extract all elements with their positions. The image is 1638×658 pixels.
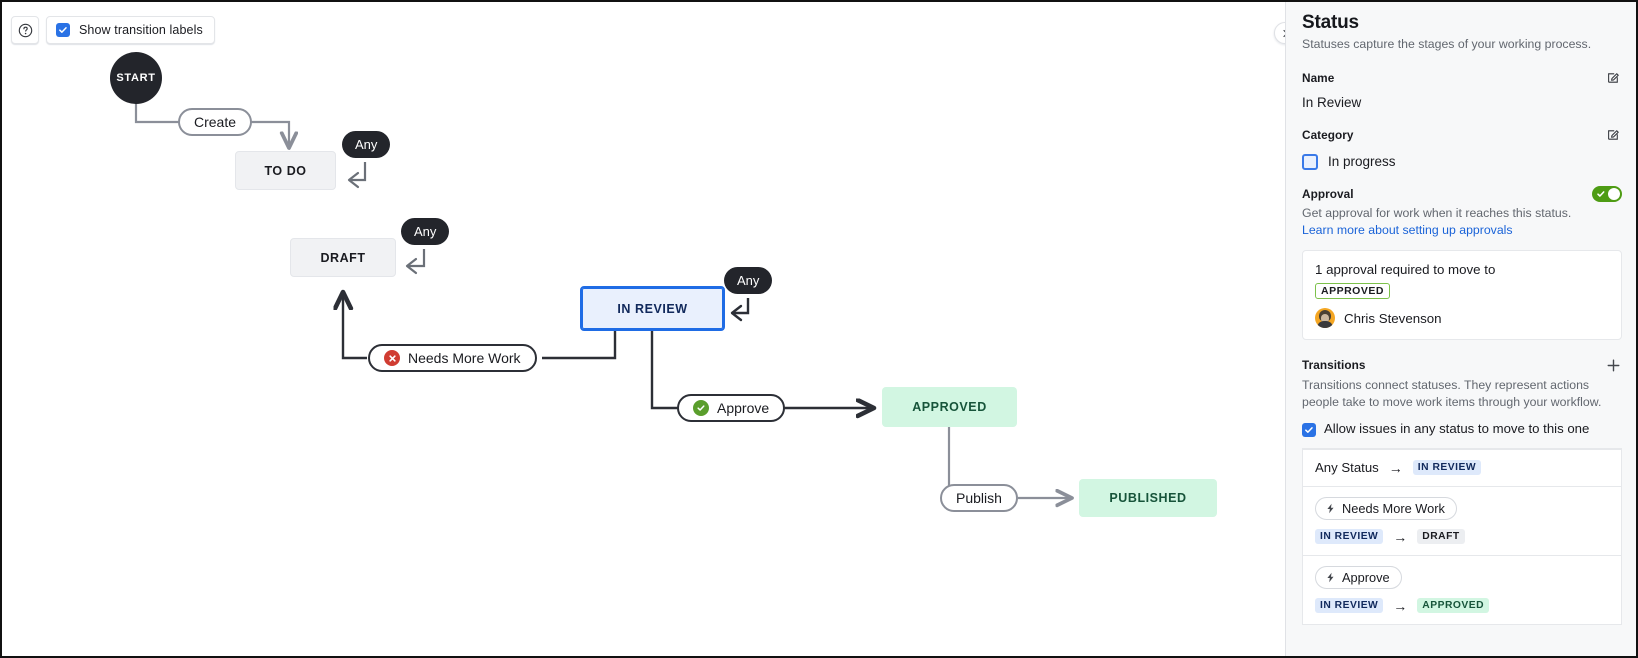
any-badge-in-review-label: Any [737, 273, 760, 288]
transition-pill-publish[interactable]: Publish [940, 484, 1018, 512]
panel-title: Status [1302, 12, 1359, 33]
question-circle-icon [18, 23, 32, 37]
name-label: Name [1302, 70, 1335, 85]
category-label: Category [1302, 127, 1354, 142]
transition-chip-label: Needs More Work [1342, 500, 1445, 516]
workflow-canvas[interactable]: Show transition labels [2, 2, 1285, 656]
transitions-list: Any Status → IN REVIEW Needs More Work [1302, 447, 1622, 625]
show-transition-labels-checkbox[interactable] [56, 23, 70, 37]
transition-create-label: Create [194, 114, 237, 130]
node-draft[interactable]: DRAFT [290, 238, 396, 277]
transitions-section: Transitions Transitions connect statuses… [1302, 356, 1622, 625]
add-transition-button[interactable] [1604, 356, 1622, 374]
check-icon [693, 400, 709, 416]
node-todo[interactable]: TO DO [235, 151, 336, 190]
transition-from-lozenge: IN REVIEW [1315, 529, 1384, 545]
show-transition-labels-label: Show transition labels [79, 23, 203, 37]
approval-learn-more-link[interactable]: Learn more about setting up approvals [1302, 223, 1513, 238]
any-badge-draft-label: Any [414, 224, 437, 239]
transition-to-lozenge: APPROVED [1417, 598, 1490, 614]
avatar [1315, 308, 1335, 329]
arrow-right-icon: → [1388, 459, 1403, 476]
approval-requirement-card: 1 approval required to move to APPROVED … [1302, 250, 1622, 341]
bolt-icon [1327, 503, 1334, 514]
transition-chip[interactable]: Needs More Work [1315, 496, 1457, 520]
node-start-label: START [116, 72, 156, 84]
allow-any-status-row[interactable]: Allow issues in any status to move to th… [1302, 421, 1622, 438]
status-details-panel: Status Statuses capture the stages of yo… [1285, 2, 1636, 656]
approver-name: Chris Stevenson [1344, 310, 1442, 326]
approver-row[interactable]: Chris Stevenson [1315, 308, 1609, 329]
node-start[interactable]: START [110, 52, 162, 104]
node-in-review[interactable]: IN REVIEW [580, 286, 725, 331]
name-section: Name In Review [1302, 69, 1622, 110]
node-approved[interactable]: APPROVED [882, 387, 1017, 427]
transitions-label: Transitions [1302, 358, 1366, 373]
edit-pencil-icon [1608, 72, 1619, 83]
allow-any-status-checkbox[interactable] [1302, 423, 1316, 437]
edit-name-button[interactable] [1604, 69, 1622, 87]
checkmark-icon [1305, 427, 1313, 433]
transition-list-item-any-status[interactable]: Any Status → IN REVIEW [1302, 448, 1622, 487]
error-icon [384, 350, 400, 366]
approval-label: Approval [1302, 186, 1354, 201]
edit-pencil-icon [1608, 129, 1619, 140]
help-button[interactable] [11, 16, 39, 44]
transition-to-lozenge: IN REVIEW [1412, 460, 1482, 476]
transition-chip-label: Approve [1342, 569, 1390, 585]
approval-description: Get approval for work when it reaches th… [1302, 205, 1572, 220]
node-in-review-label: IN REVIEW [617, 301, 688, 316]
node-published[interactable]: PUBLISHED [1079, 479, 1217, 517]
transitions-description: Transitions connect statuses. They repre… [1302, 378, 1602, 409]
any-badge-todo[interactable]: Any [342, 131, 391, 158]
node-todo-label: TO DO [264, 163, 307, 178]
chevron-right-icon [1282, 29, 1285, 37]
transition-pill-create[interactable]: Create [178, 108, 253, 136]
panel-subtitle: Statuses capture the stages of your work… [1302, 37, 1592, 51]
transition-to-lozenge: DRAFT [1417, 529, 1465, 545]
transition-pill-approve[interactable]: Approve [677, 394, 786, 422]
name-value: In Review [1302, 94, 1362, 110]
node-approved-label: APPROVED [912, 400, 987, 414]
plus-icon [1607, 359, 1619, 372]
transition-list-item-approve[interactable]: Approve IN REVIEW → APPROVED [1302, 555, 1622, 625]
transition-from-text: Any Status [1315, 460, 1379, 476]
any-badge-todo-label: Any [355, 137, 378, 152]
node-published-label: PUBLISHED [1109, 491, 1187, 505]
transition-pill-needs-more-work[interactable]: Needs More Work [368, 344, 537, 372]
approval-target-status-lozenge: APPROVED [1315, 283, 1390, 300]
node-draft-label: DRAFT [320, 250, 366, 265]
category-section: Category In progress [1302, 126, 1622, 170]
checkmark-icon [59, 27, 67, 33]
checkmark-icon [1597, 190, 1605, 197]
transition-needs-more-work-label: Needs More Work [408, 350, 521, 366]
show-transition-labels-toggle[interactable]: Show transition labels [46, 16, 215, 44]
allow-any-status-label: Allow issues in any status to move to th… [1324, 421, 1590, 436]
transition-publish-label: Publish [956, 490, 1002, 506]
approval-requirement-text: 1 approval required to move to [1315, 262, 1496, 278]
approval-section: Approval Get approval for work when it r… [1302, 185, 1622, 341]
category-color-swatch [1302, 153, 1318, 170]
transition-approve-label: Approve [717, 400, 770, 416]
canvas-toolbar: Show transition labels [11, 16, 215, 44]
transition-list-item-needs-more-work[interactable]: Needs More Work IN REVIEW → DRAFT [1302, 486, 1622, 556]
arrow-right-icon: → [1393, 597, 1408, 614]
category-value: In progress [1328, 154, 1396, 170]
any-badge-draft[interactable]: Any [401, 218, 450, 245]
approval-toggle[interactable] [1592, 185, 1622, 202]
arrow-right-icon: → [1393, 528, 1408, 545]
workflow-connectors [134, 103, 1285, 656]
any-badge-in-review[interactable]: Any [724, 267, 773, 294]
edit-category-button[interactable] [1604, 126, 1622, 144]
bolt-icon [1327, 572, 1334, 583]
transition-from-lozenge: IN REVIEW [1315, 598, 1384, 614]
toggle-knob [1608, 187, 1620, 200]
transition-chip[interactable]: Approve [1315, 565, 1402, 589]
